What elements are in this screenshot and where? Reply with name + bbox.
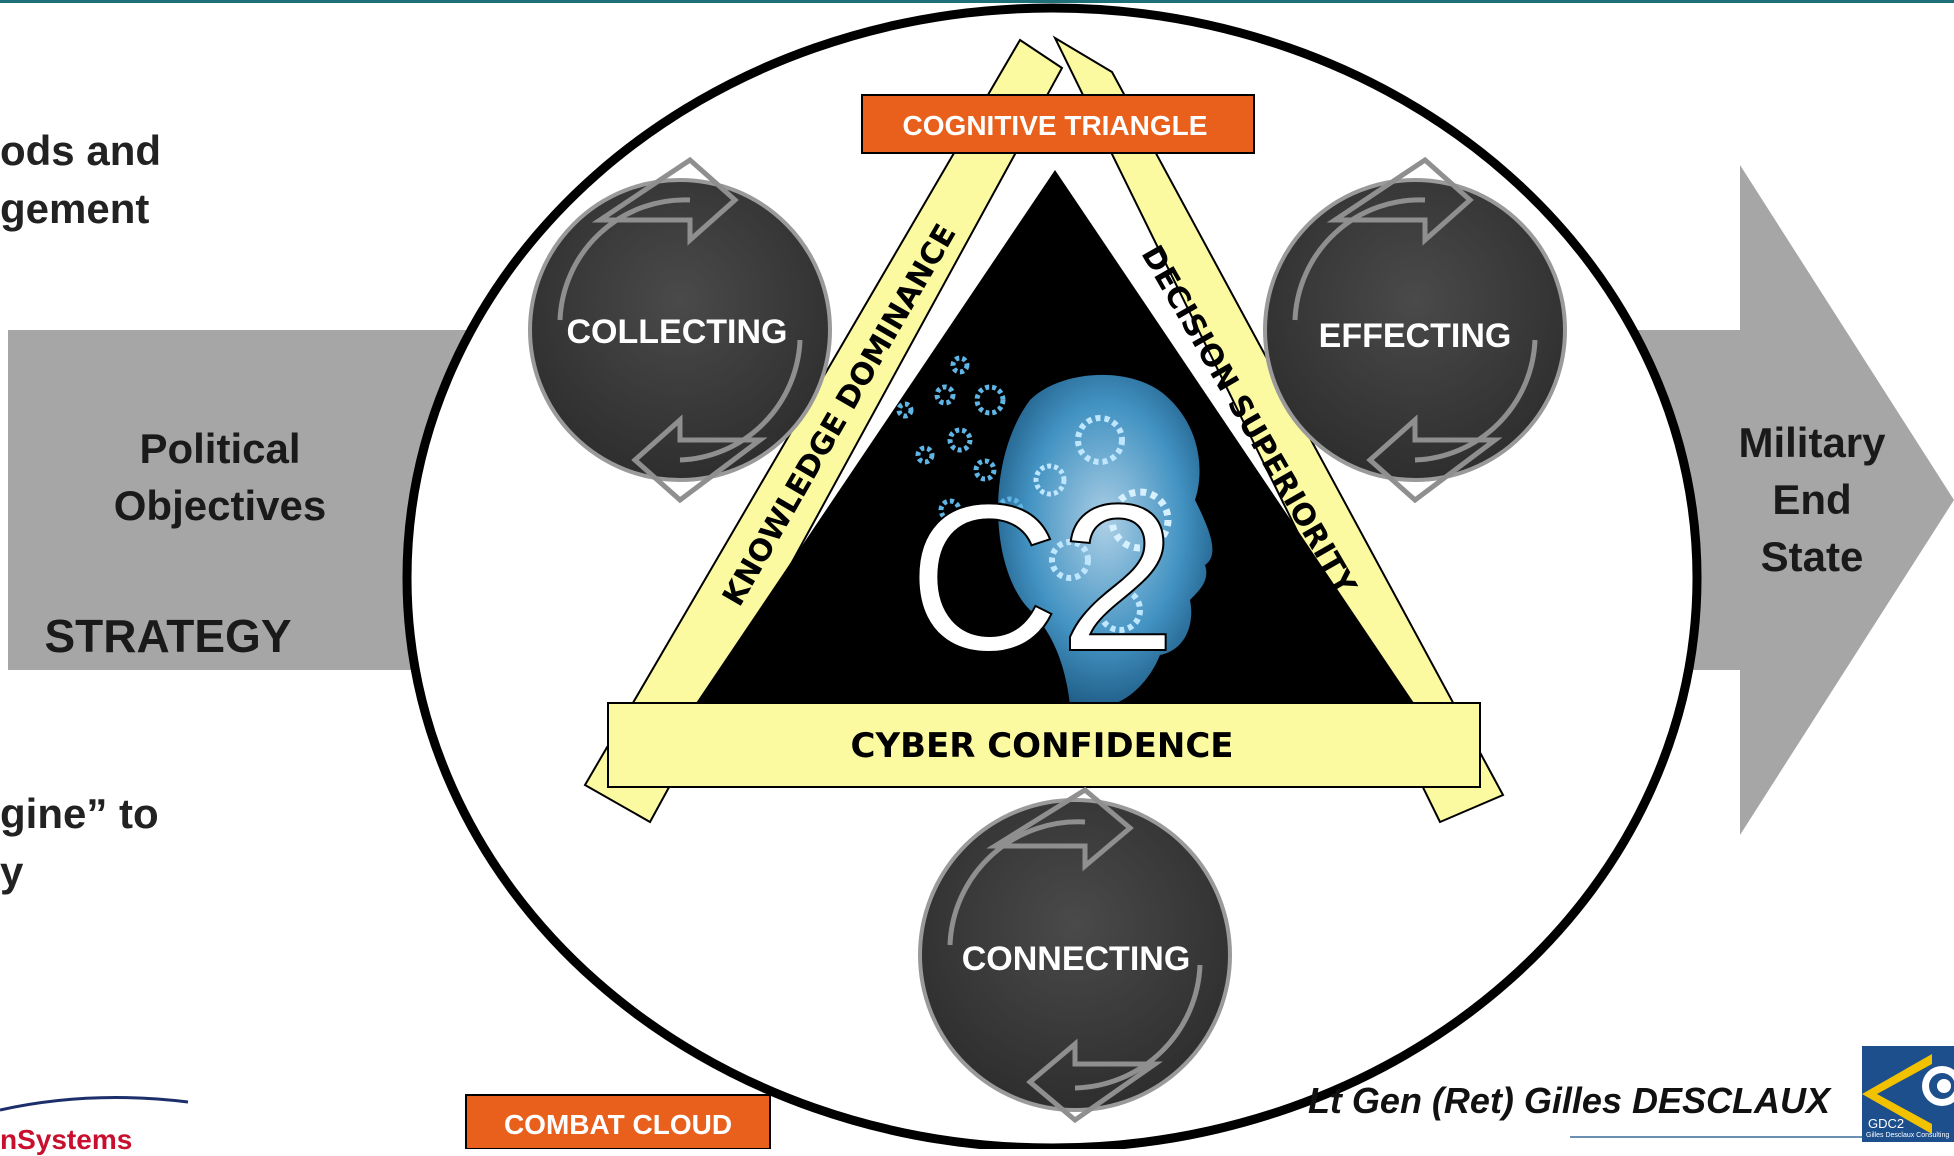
political-label-line1: Political bbox=[139, 425, 300, 472]
cyber-confidence-label: CYBER CONFIDENCE bbox=[851, 726, 1234, 766]
c2-label: C2 bbox=[908, 460, 1176, 695]
cognitive-triangle bbox=[583, 35, 1505, 824]
strategy-label: STRATEGY bbox=[44, 610, 291, 662]
left-logo: nSystems bbox=[0, 1090, 190, 1155]
cognitive-triangle-title: COGNITIVE TRIANGLE bbox=[903, 110, 1208, 141]
political-label-line2: Objectives bbox=[114, 482, 326, 529]
left-text-line3: gine” to bbox=[0, 790, 159, 837]
knowledge-dominance-band bbox=[583, 38, 1064, 824]
gdc2-logo-subtitle: Gilles Desclaux Consulting bbox=[1866, 1132, 1950, 1139]
collecting-label: COLLECTING bbox=[567, 313, 788, 351]
cyber-confidence-band bbox=[607, 702, 1481, 788]
gdc2-logo: GDC2 Gilles Desclaux Consulting bbox=[1862, 1046, 1954, 1142]
top-border-line bbox=[0, 0, 1954, 3]
cognitive-triangle-title-box bbox=[861, 94, 1255, 154]
left-text-line2: gement bbox=[0, 185, 150, 232]
collecting-cycle bbox=[528, 156, 832, 504]
left-logo-text: nSystems bbox=[0, 1124, 133, 1155]
left-text-line4: y bbox=[0, 848, 24, 895]
combat-cloud-label: COMBAT CLOUD bbox=[504, 1109, 732, 1140]
left-text-line1: ods and bbox=[0, 127, 162, 174]
military-label-line3: State bbox=[1761, 533, 1864, 580]
author-underline bbox=[1570, 1136, 1954, 1138]
connecting-cycle bbox=[918, 786, 1232, 1124]
gear-head-image bbox=[896, 355, 1213, 705]
combat-cloud-box bbox=[465, 1094, 771, 1149]
connecting-label: CONNECTING bbox=[962, 940, 1191, 978]
author-name: Lt Gen (Ret) Gilles DESCLAUX bbox=[1307, 1080, 1830, 1121]
effecting-label: EFFECTING bbox=[1319, 317, 1512, 355]
military-label-line1: Military bbox=[1738, 419, 1886, 466]
effecting-cycle bbox=[1263, 156, 1567, 504]
military-label-line2: End bbox=[1772, 476, 1851, 523]
gdc2-logo-name: GDC2 bbox=[1868, 1116, 1905, 1131]
